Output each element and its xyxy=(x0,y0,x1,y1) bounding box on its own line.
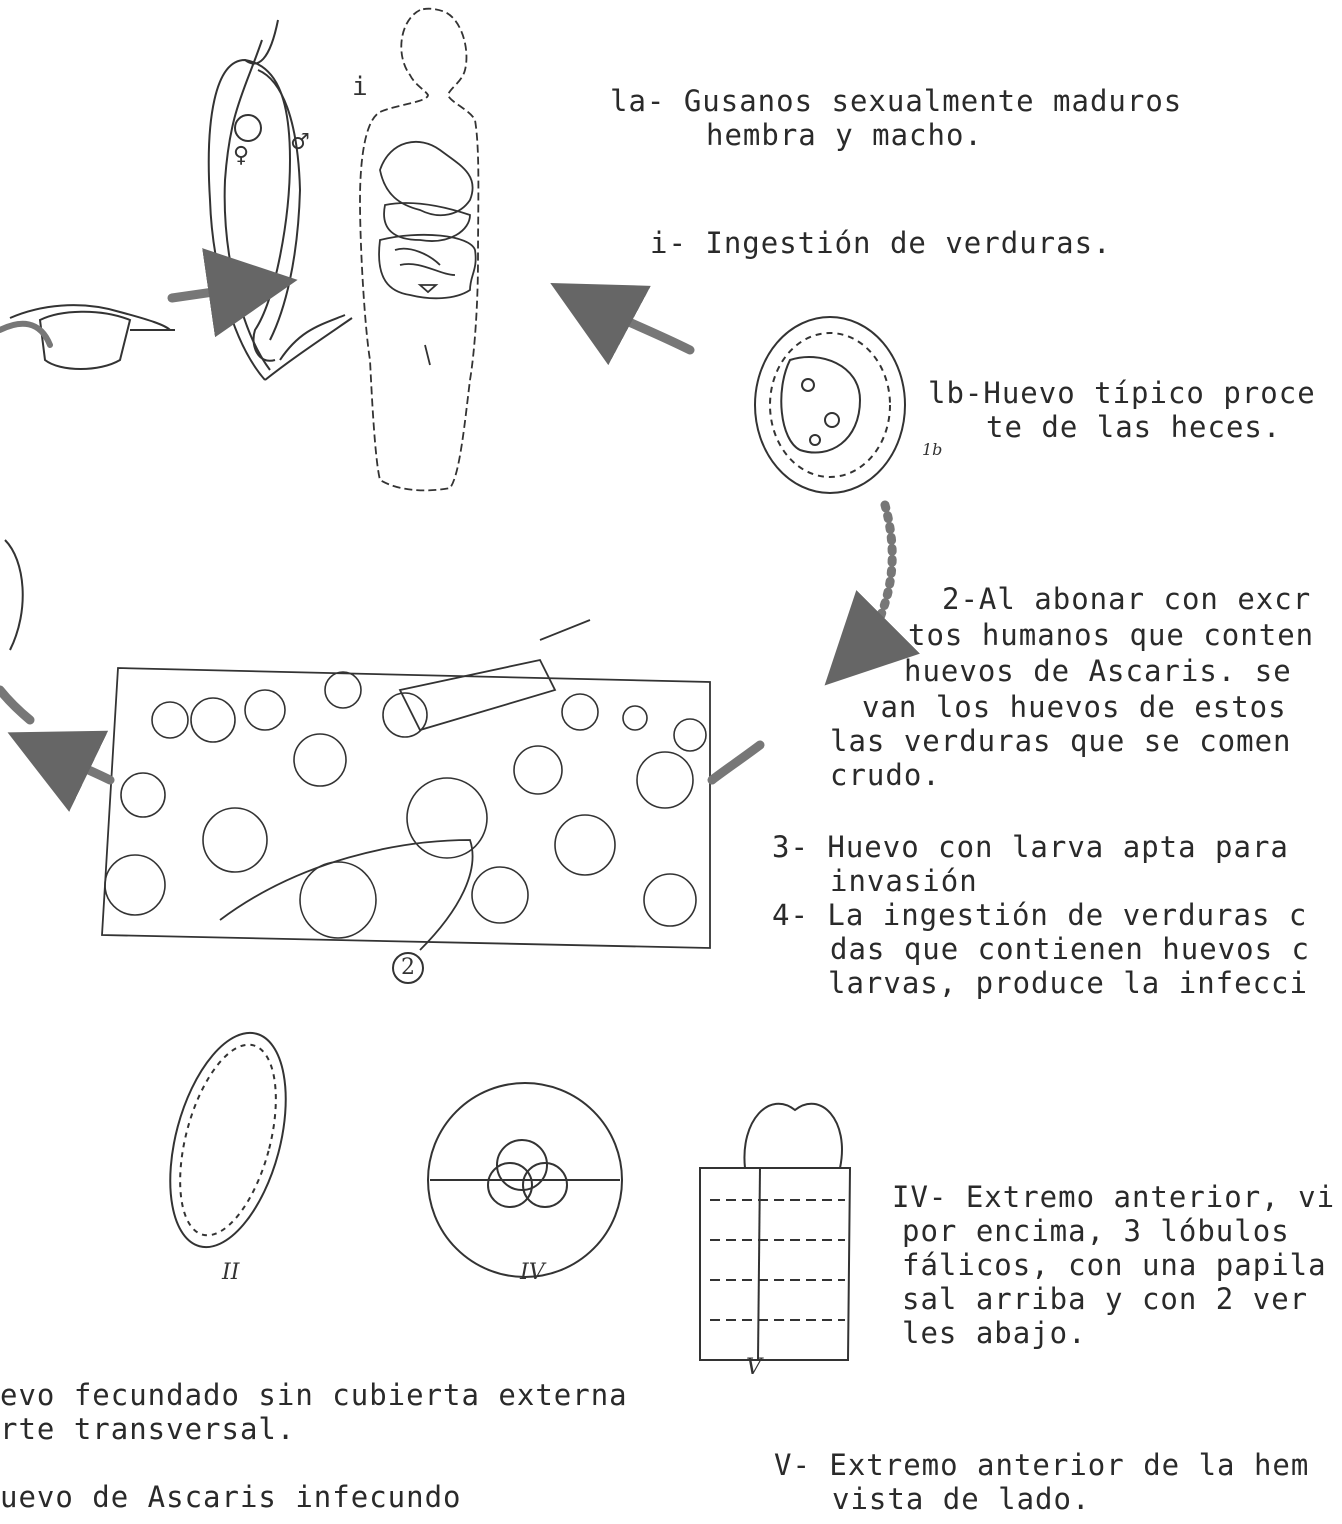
label-4-line2: das que contienen huevos c xyxy=(830,932,1310,966)
label-II: uevo de Ascaris infecundo xyxy=(0,1480,462,1514)
label-V-line1: V- Extremo anterior de la hem xyxy=(774,1448,1309,1482)
ingestion-marker: i xyxy=(352,72,368,102)
label-3-line2: invasión xyxy=(830,864,978,898)
label-4-line1: 4- La ingestión de verduras c xyxy=(772,898,1307,932)
female-symbol: ♀ xyxy=(233,143,249,168)
bowl-drawing xyxy=(10,305,175,369)
label-1b-line1: lb-Huevo típico proce xyxy=(928,376,1316,410)
label-IV-line3: fálicos, con una papila xyxy=(902,1248,1327,1282)
label-IV-line2: por encima, 3 lóbulos xyxy=(902,1214,1290,1248)
left-curve xyxy=(5,540,23,650)
figure-V-drawing xyxy=(700,1104,850,1360)
label-IV-line1: IV- Extremo anterior, vi xyxy=(892,1180,1335,1214)
label-2-line1: 2-Al abonar con excr xyxy=(942,582,1311,616)
figure-IV-drawing xyxy=(428,1083,622,1277)
label-III-line1: evo fecundado sin cubierta externa xyxy=(0,1378,628,1412)
label-2-line6: crudo. xyxy=(830,758,941,792)
figure-2-label: 2 xyxy=(392,952,424,984)
egg-label: 1b xyxy=(922,440,942,459)
human-figure xyxy=(360,9,478,491)
label-IV-line4: sal arriba y con 2 ver xyxy=(902,1282,1308,1316)
egg-1b-drawing xyxy=(755,317,905,493)
cycle-arrows xyxy=(0,285,892,780)
label-1a-line2: hembra y macho. xyxy=(706,118,983,152)
label-2-line3: huevos de Ascaris. se xyxy=(904,654,1292,688)
field-drawing xyxy=(102,620,710,950)
label-2-line4: van los huevos de estos xyxy=(862,690,1287,724)
figure-II-label: II xyxy=(222,1260,239,1285)
figure-IV-label: IV xyxy=(520,1260,545,1285)
worms-drawing xyxy=(209,20,352,380)
label-2-line2: tos humanos que conten xyxy=(908,618,1314,652)
egg-II-drawing xyxy=(149,1020,306,1259)
label-2-line5: las verduras que se comen xyxy=(830,724,1292,758)
figure-V-label: V xyxy=(746,1355,762,1380)
label-III-line2: rte transversal. xyxy=(0,1412,295,1446)
label-1a-line1: la- Gusanos sexualmente maduros xyxy=(610,84,1182,118)
label-1b-line2: te de las heces. xyxy=(986,410,1281,444)
label-V-line2: vista de lado. xyxy=(832,1482,1090,1516)
label-IV-line5: les abajo. xyxy=(902,1316,1087,1350)
label-4-line3: larvas, produce la infecci xyxy=(828,966,1308,1000)
male-symbol: ♂ xyxy=(290,130,310,155)
label-i: i- Ingestión de verduras. xyxy=(650,226,1112,260)
label-3-line1: 3- Huevo con larva apta para xyxy=(772,830,1289,864)
